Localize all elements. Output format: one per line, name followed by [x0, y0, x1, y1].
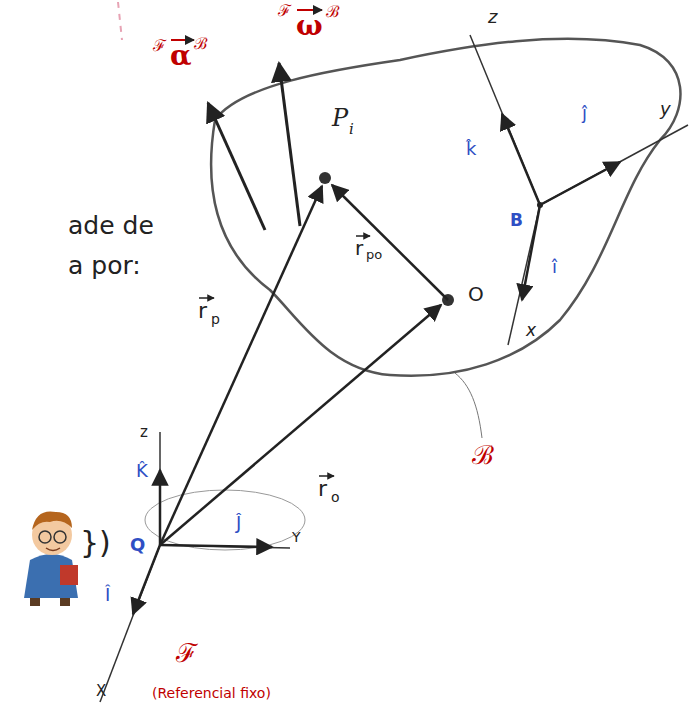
axis-label: X [96, 684, 106, 699]
unit-vector-label: î [552, 258, 557, 276]
frame-superscript: ℱ [153, 38, 166, 54]
point-label: O [468, 284, 484, 304]
vector-symbol: r [355, 238, 363, 258]
axis-label: z [140, 425, 148, 440]
vector-subscript: o [331, 490, 340, 504]
vector-subscript: p [211, 312, 220, 326]
axis-label: x [526, 322, 536, 339]
cut-text: }) [80, 528, 111, 558]
unit-vector-label: K̂ [136, 462, 148, 480]
body-name: ℬ [472, 442, 494, 468]
origin-label: Q [130, 536, 145, 554]
cut-text: ade de [68, 213, 154, 238]
vector-symbol: r [318, 478, 327, 500]
angular-velocity-symbol: ω [296, 12, 323, 40]
angular-acceleration-symbol: α [170, 42, 192, 70]
origin-label: B [510, 212, 523, 229]
cut-text: a por: [68, 253, 141, 278]
point-label: P [332, 106, 348, 130]
axis-label: z [488, 8, 497, 26]
axis-label: Y [292, 530, 301, 544]
frame-superscript: ℱ [278, 3, 291, 19]
body-superscript: ℬ [194, 36, 207, 52]
axis-label: y [660, 100, 671, 118]
vector-symbol: r [198, 300, 207, 322]
unit-vector-label: Ĵ [236, 514, 241, 532]
point-subscript: i [349, 122, 354, 137]
frame-note: (Referencial fixo) [152, 686, 271, 700]
unit-vector-label: Î [105, 586, 110, 604]
unit-vector-label: ĵ [582, 104, 587, 122]
frame-name: ℱ [176, 640, 197, 666]
unit-vector-label: k̂ [466, 140, 476, 158]
vector-subscript: po [366, 248, 382, 261]
body-superscript: ℬ [326, 4, 339, 20]
